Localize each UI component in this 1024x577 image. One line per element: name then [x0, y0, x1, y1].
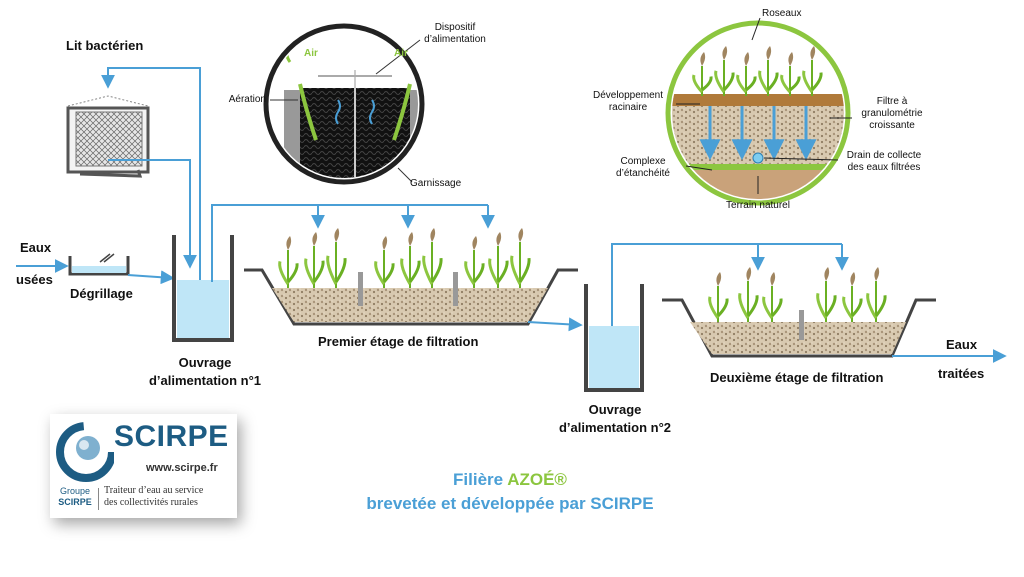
reed-plant: [780, 52, 801, 96]
reed-plant: [326, 228, 347, 288]
label-air-right: Air: [394, 48, 408, 59]
label-complexe-1: Complexe: [620, 156, 666, 167]
label-filtre-3: croissante: [869, 120, 915, 131]
reed-plant: [374, 236, 395, 288]
reeds-bed-1: [278, 228, 531, 288]
reed-plant: [802, 46, 823, 96]
label-garnissage: Garnissage: [410, 178, 462, 189]
label-filtre-1: Filtre à: [876, 96, 908, 107]
flow-arrow-degrillage-to-ouvrage1: [127, 270, 175, 285]
label-eaux-usees-2: usées: [16, 272, 53, 287]
label-premier-etage: Premier étage de filtration: [318, 334, 479, 349]
caption-line2: brevetée et développée par SCIRPE: [366, 494, 654, 513]
reed-plant: [692, 52, 713, 96]
logo-tagline: Traiteur d’eau au service des collectivi…: [104, 485, 203, 509]
label-degrillage: Dégrillage: [70, 286, 133, 301]
reed-plant: [714, 46, 735, 96]
label-deuxieme-etage: Deuxième étage de filtration: [710, 370, 884, 385]
label-terrain-naturel: Terrain naturel: [726, 200, 790, 211]
reed-plant: [510, 228, 531, 288]
label-drain-1: Drain de collecte: [846, 150, 922, 161]
label-ouvrage2-line1: Ouvrage: [588, 402, 642, 417]
logo-divider: [98, 488, 99, 510]
lit-bacterien-tank: [66, 95, 150, 178]
caption-line1: Filière AZOÉ®: [300, 468, 720, 492]
reed-plant: [758, 46, 779, 96]
ouvrage-1-tank: [172, 235, 234, 342]
caption: Filière AZOÉ® brevetée et développée par…: [300, 468, 720, 516]
reed-plant: [464, 236, 485, 288]
label-dev-racinaire-2: racinaire: [608, 102, 648, 113]
caption-line1-b: AZOÉ®: [507, 470, 567, 489]
logo-brand: SCIRPE: [114, 420, 229, 453]
label-aeration: Aération: [228, 94, 266, 105]
reed-plant: [866, 267, 887, 322]
label-dispositif-2: d’alimentation: [424, 34, 486, 45]
flow-arrow-filter1-to-ouvrage2: [527, 317, 583, 332]
label-dispositif-1: Dispositif: [434, 22, 476, 33]
caption-line1-a: Filière: [453, 470, 508, 489]
flow-line-ouvrage1-to-filter1: [211, 204, 488, 282]
flow-line-lit-return: [108, 159, 197, 269]
reeds-bed-2: [708, 267, 887, 322]
label-ouvrage1-line1: Ouvrage: [178, 355, 232, 370]
label-lit-bacterien: Lit bactérien: [66, 38, 144, 53]
label-ouvrage2-line2: d’alimentation n°2: [558, 420, 672, 435]
logo-groupe-2: SCIRPE: [58, 497, 92, 507]
flow-line-ouvrage2-to-filter2: [611, 243, 842, 326]
inset-reedbed-detail: [665, 17, 852, 206]
degrillage-tank: [68, 253, 130, 276]
label-dev-racinaire-1: Développement: [592, 90, 664, 101]
filter-bed-1: [244, 268, 578, 326]
label-roseaux: Roseaux: [762, 8, 802, 19]
reed-plant: [708, 272, 729, 322]
scirpe-swirl-icon: [56, 422, 114, 482]
reed-plant: [762, 272, 783, 322]
logo-groupe: Groupe SCIRPE: [56, 486, 94, 508]
logo-groupe-1: Groupe: [59, 486, 91, 496]
reed-plant: [842, 272, 863, 322]
filter-bed-2: [662, 298, 936, 358]
label-eaux-traitees-1: Eaux: [946, 337, 978, 352]
logo-tagline-2: des collectivités rurales: [104, 497, 198, 508]
label-eaux-usees-1: Eaux: [20, 240, 52, 255]
label-eaux-traitees-2: traitées: [938, 366, 985, 381]
label-ouvrage1-line2: d’alimentation n°1: [148, 373, 262, 388]
label-complexe-2: d’étanchéité: [616, 168, 670, 179]
logo-url: www.scirpe.fr: [146, 462, 218, 474]
logo-tagline-1: Traiteur d’eau au service: [104, 485, 204, 496]
reed-plant: [278, 236, 299, 288]
reed-plant: [816, 267, 837, 322]
reed-plant: [400, 232, 421, 288]
reed-plant: [304, 232, 325, 288]
scirpe-logo: SCIRPE www.scirpe.fr Groupe SCIRPE Trait…: [50, 414, 237, 518]
ouvrage-2-tank: [584, 284, 644, 392]
reed-plant: [488, 232, 509, 288]
flow-line-to-lit: [101, 67, 201, 282]
reed-plant: [738, 267, 759, 322]
reed-plant: [736, 52, 757, 96]
inset-aeration-detail: [263, 23, 425, 185]
reed-plant: [422, 228, 443, 288]
label-filtre-2: granulométrie: [861, 108, 923, 119]
label-air-left: Air: [304, 48, 318, 59]
label-drain-2: des eaux filtrées: [847, 162, 921, 173]
